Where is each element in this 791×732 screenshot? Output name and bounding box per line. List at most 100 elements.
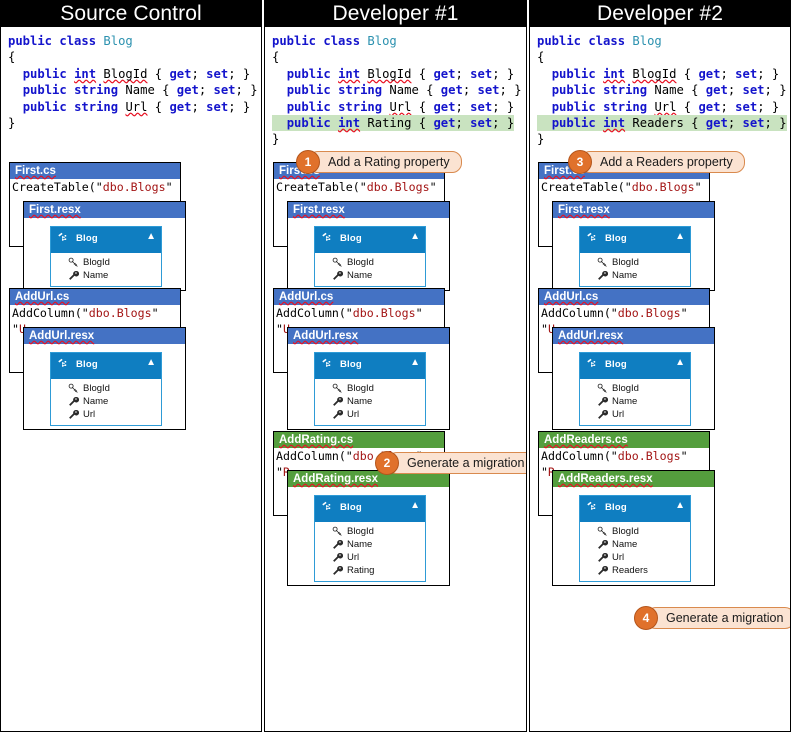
entity-property[interactable]: BlogId	[580, 525, 690, 538]
entity-header[interactable]: Blog ▲	[315, 353, 425, 375]
code-token: public	[22, 66, 75, 81]
file-name-header: First.resx	[288, 202, 449, 218]
property-label: BlogId	[612, 383, 639, 394]
code-token: public	[537, 34, 589, 48]
property-icon-slot	[597, 270, 610, 281]
code-line: public string Name { get; set; }	[8, 82, 261, 98]
scalar-property-icon	[598, 409, 608, 419]
chevron-up-icon[interactable]: ▲	[146, 231, 156, 242]
chevron-up-icon[interactable]: ▲	[410, 231, 420, 242]
code-token: Readers {	[625, 114, 706, 132]
entity-name: Blog	[340, 358, 362, 370]
file-name-header: AddUrl.resx	[24, 328, 185, 344]
code-token: int	[338, 114, 361, 132]
chevron-up-icon[interactable]: ▲	[675, 231, 685, 242]
code-line: public class Blog	[537, 33, 790, 49]
entity-property[interactable]: BlogId	[315, 525, 425, 538]
property-icon-slot	[332, 409, 345, 420]
chevron-up-icon[interactable]: ▲	[410, 357, 420, 368]
entity-property[interactable]: BlogId	[315, 256, 425, 269]
entity-property[interactable]: BlogId	[51, 256, 161, 269]
source-code-block[interactable]: public class Blog{ public int BlogId { g…	[265, 27, 526, 148]
entity-property[interactable]: Name	[315, 269, 425, 282]
code-token: ; }	[492, 66, 515, 81]
code-token	[537, 100, 552, 114]
entity-header[interactable]: Blog▲	[51, 353, 161, 375]
code-line: public string Name { get; set; }	[272, 82, 526, 98]
code-token: public	[551, 66, 604, 81]
code-token: ; }	[492, 99, 515, 114]
code-token: string	[603, 99, 648, 114]
entity-property[interactable]: BlogId	[580, 256, 690, 269]
entity-property[interactable]: Name	[580, 538, 690, 551]
entity-name: Blog	[76, 232, 98, 244]
entity-property[interactable]: BlogId	[51, 382, 161, 395]
entity-property[interactable]: Name	[51, 269, 161, 282]
property-label: BlogId	[612, 257, 639, 268]
entity-property[interactable]: Name	[315, 395, 425, 408]
entity-property[interactable]: BlogId	[315, 382, 425, 395]
code-token	[537, 83, 552, 97]
chevron-up-icon[interactable]: ▲	[146, 357, 156, 368]
code-token	[8, 67, 23, 81]
property-label: Name	[347, 396, 373, 407]
entity-table-icon	[58, 358, 67, 367]
entity-property[interactable]: Name	[51, 395, 161, 408]
entity-property[interactable]: Rating	[315, 564, 425, 577]
primary-key-icon	[68, 257, 78, 267]
file-name-header: AddUrl.resx	[553, 328, 714, 344]
file-name: First.resx	[29, 204, 81, 216]
entity-header[interactable]: Blog▲	[315, 227, 425, 249]
entity-property[interactable]: Url	[315, 408, 425, 421]
entity-property[interactable]: Url	[580, 551, 690, 564]
entity-property[interactable]: Name	[580, 395, 690, 408]
property-icon-slot	[597, 409, 610, 420]
property-label: Url	[612, 409, 625, 420]
chevron-up-icon[interactable]: ▲	[675, 500, 685, 511]
entity-property[interactable]: Url	[580, 408, 690, 421]
code-token: get	[169, 66, 192, 81]
chevron-up-icon[interactable]: ▲	[410, 500, 420, 511]
entity-property[interactable]: Url	[51, 408, 161, 421]
entity-header[interactable]: Blog▲	[580, 496, 690, 518]
entity-property[interactable]: BlogId	[580, 382, 690, 395]
code-line: public string Name { get; set; }	[537, 82, 790, 98]
entity-property[interactable]: Url	[315, 551, 425, 564]
cs-code-preview: AddColumn("dbo.Blogs" "U	[276, 306, 423, 336]
file-name: AddRating.cs	[279, 434, 354, 446]
source-code-block[interactable]: public class Blog{ public int BlogId { g…	[530, 27, 790, 148]
source-code-block[interactable]: public class Blog{ public int BlogId { g…	[1, 27, 261, 131]
entity-header[interactable]: Blog▲	[580, 353, 690, 375]
code-token: BlogId	[632, 66, 677, 81]
property-icon-slot	[597, 526, 610, 537]
property-label: BlogId	[347, 257, 374, 268]
property-label: BlogId	[347, 526, 374, 537]
entity-header[interactable]: Blog ▲	[51, 227, 161, 249]
code-token: set	[477, 83, 500, 98]
entity-header[interactable]: Blog▲	[580, 227, 690, 249]
code-token: Url	[654, 99, 677, 114]
entity-header[interactable]: Blog▲	[315, 496, 425, 518]
entity-property[interactable]: Name	[580, 269, 690, 282]
callout-text: Generate a migration	[387, 452, 526, 474]
chevron-up-icon[interactable]: ▲	[675, 357, 685, 368]
entity-property[interactable]: Name	[315, 538, 425, 551]
entity-property[interactable]: Readers	[580, 564, 690, 577]
